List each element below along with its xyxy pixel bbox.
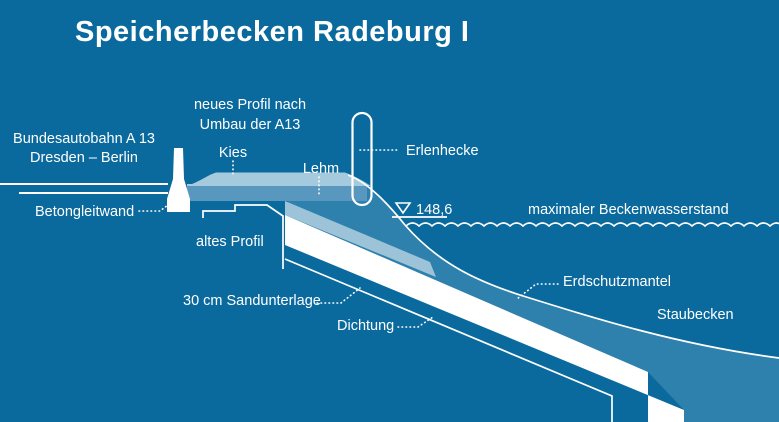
autobahn-label-line1: Bundesautobahn A 13 [13, 131, 155, 147]
dichtung-label: Dichtung [337, 318, 394, 334]
lehm-layer-shape [187, 186, 367, 201]
dichtung-leader-line [397, 316, 434, 328]
altes-profil-outline [202, 204, 284, 269]
staubecken-label: Staubecken [657, 307, 734, 323]
upper-slope-light-layer [285, 201, 436, 277]
max-wasserstand-label: maximaler Beckenwasserstand [528, 202, 729, 218]
water-level-triangle-icon [394, 202, 412, 215]
erdschutzmantel-earth-body [285, 173, 779, 422]
erdschutzmantel-label: Erdschutzmantel [563, 274, 671, 290]
slope-surface-line [347, 174, 779, 359]
kies-layer-shape [187, 172, 371, 186]
sandunterlage-leader-line [316, 287, 361, 304]
betongleitwand-leader-line [138, 201, 173, 212]
kies-label: Kies [219, 145, 247, 161]
erdschutzmantel-leader-line [516, 283, 559, 300]
betongleitwand-shape [167, 148, 190, 212]
water-wave-line [405, 222, 779, 228]
diagram-title: Speicherbecken Radeburg I [75, 16, 469, 48]
betongleitwand-label: Betongleitwand [35, 204, 134, 220]
altes-profil-label: altes Profil [196, 234, 264, 250]
water-level-value: 148,6 [416, 202, 452, 218]
neues-profil-label-line2: Umbau der A13 [200, 117, 301, 133]
erlenhecke-symbol [351, 111, 373, 207]
erlenhecke-label: Erlenhecke [406, 143, 479, 159]
sandunterlage-bottom-line [284, 258, 613, 422]
sandunterlage-label: 30 cm Sandunterlage [183, 293, 321, 309]
dichtung-sealing-band [285, 215, 684, 422]
lehm-label: Lehm [303, 161, 339, 177]
autobahn-label-line2: Dresden – Berlin [30, 150, 138, 166]
neues-profil-label-line1: neues Profil nach [194, 97, 306, 113]
